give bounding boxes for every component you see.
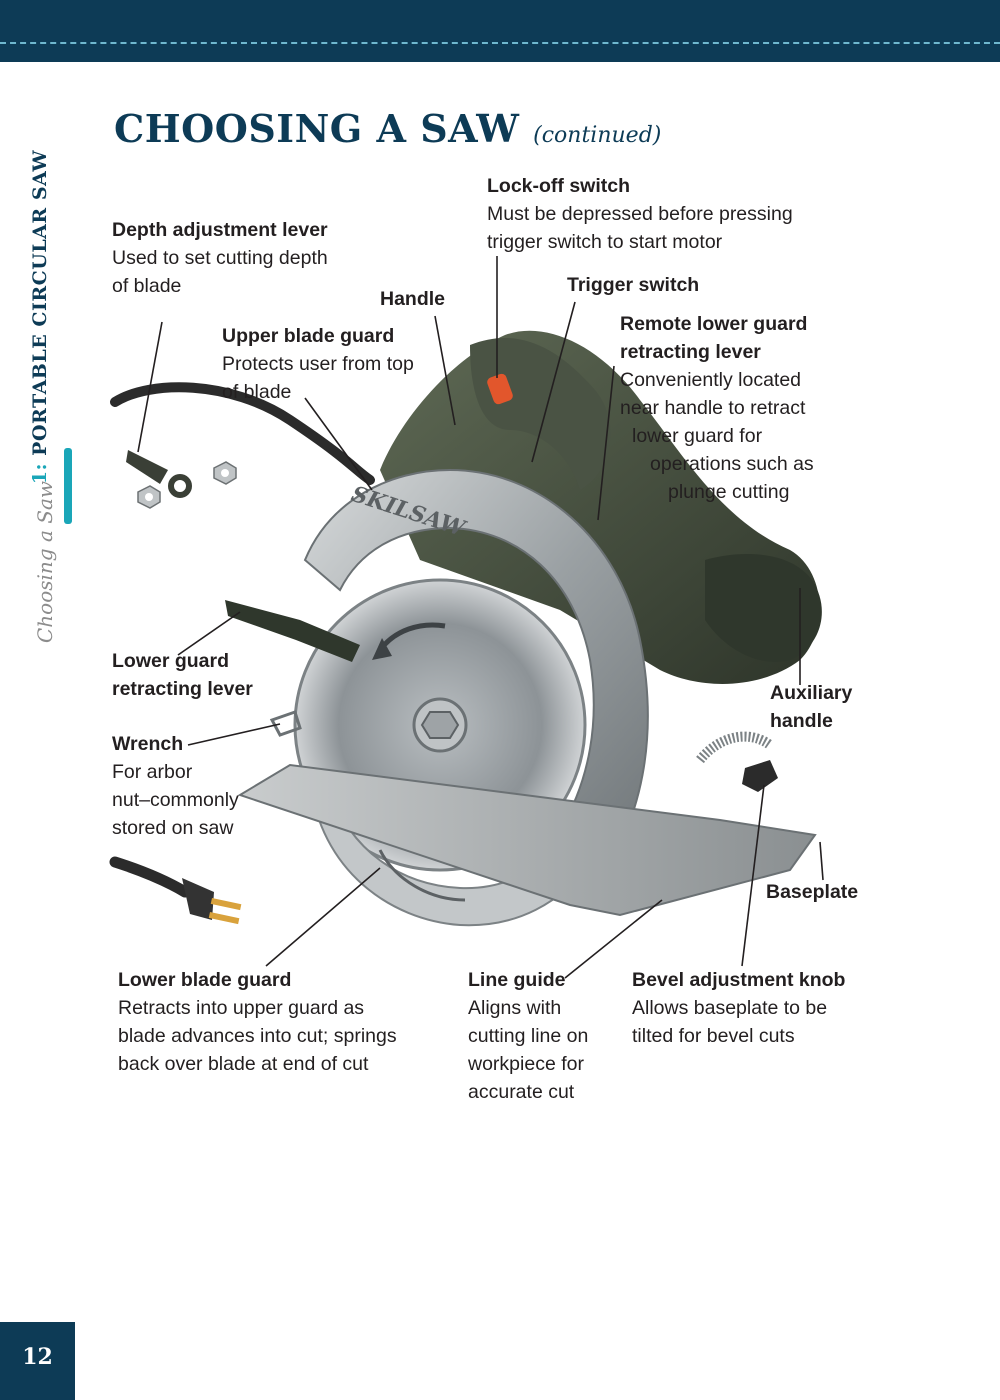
callout-text: blade advances into cut; springs [118,1025,397,1047]
callout-auxiliary-handle: Auxiliary handle [770,679,852,735]
callout-text: of blade [112,275,182,297]
callout-text: back over blade at end of cut [118,1053,369,1075]
depth-lever-part [126,450,192,498]
callout-text: near handle to retract [620,397,806,419]
callout-heading: Line guide [468,969,566,991]
callout-heading: Baseplate [766,881,859,903]
callout-heading: Lower blade guard [118,969,292,991]
hex-nut-icon [137,461,237,509]
callout-text: stored on saw [112,817,234,839]
leader-line-guide [564,899,663,979]
arrow-head-icon [372,638,392,660]
title-continued: (continued) [533,123,662,148]
leader-lines [137,256,824,979]
callout-heading: retracting lever [112,678,253,700]
callout-heading: Auxiliary [770,682,853,704]
lower-guard-arrow-icon [378,849,466,902]
callout-text: For arbor [112,761,193,783]
callout-heading: handle [770,710,833,732]
page-number: 12 [22,1344,53,1370]
callout-heading: Remote lower guard [620,313,808,335]
callout-text: of blade [222,381,292,403]
callout-text: plunge cutting [668,481,790,503]
callout-text: lower guard for [632,425,763,447]
callout-text: Used to set cutting depth [112,247,328,269]
banner-stitch-line [0,42,1000,44]
wrench-part [269,710,302,737]
bevel-knob [742,760,778,792]
callout-handle: Handle [380,285,445,313]
section-tab-marker [64,448,72,524]
callout-bevel-adjustment-knob: Bevel adjustment knob Allows baseplate t… [632,966,845,1050]
callout-heading: retracting lever [620,341,761,363]
leader-lower-guard [265,867,381,967]
callout-text: accurate cut [468,1081,575,1103]
callout-wrench: Wrench For arbor nut–commonly stored on … [112,730,239,842]
title-text: CHOOSING A SAW [114,106,520,151]
leader-handle [434,315,456,426]
callout-text: Aligns with [468,997,562,1019]
callout-text: workpiece for [468,1053,584,1075]
page-number-box: 12 [0,1322,75,1400]
arbor-bolt [420,711,460,739]
callout-text: trigger switch to start motor [487,231,723,253]
page-title: CHOOSING A SAW (continued) [114,106,661,151]
top-banner [0,0,1000,62]
callout-text: Retracts into upper guard as [118,997,365,1019]
callout-heading: Lock-off switch [487,175,631,197]
callout-lower-blade-guard: Lower blade guard Retracts into upper gu… [118,966,397,1078]
callout-trigger-switch: Trigger switch [567,271,699,299]
callout-heading: Wrench [112,733,184,755]
lock-off-button [487,373,513,405]
callout-heading: Lower guard [112,650,230,672]
power-cord-bottom [109,856,191,898]
leader-bevel [741,784,765,967]
callout-upper-blade-guard: Upper blade guard Protects user from top… [222,322,414,406]
callout-text: Conveniently located [620,369,802,391]
leader-wrench [187,723,281,746]
callout-heading: Depth adjustment lever [112,219,328,241]
callout-text: nut–commonly [112,789,239,811]
callout-depth-adjustment-lever: Depth adjustment lever Used to set cutti… [112,216,328,300]
callout-lower-guard-retracting-lever: Lower guard retracting lever [112,647,253,703]
callout-remote-lower-guard-lever: Remote lower guard retracting lever Conv… [620,310,814,506]
callout-baseplate: Baseplate [766,878,858,906]
lower-guard-lever-part [225,600,360,662]
leader-depth [137,321,163,453]
callout-heading: Trigger switch [567,274,700,296]
callout-line-guide: Line guide Aligns with cutting line on w… [468,966,588,1106]
leader-baseplate [819,841,824,881]
callout-text: Allows baseplate to be [632,997,828,1019]
leader-remote-lever [597,365,615,521]
callout-heading: Handle [380,288,446,310]
plug-icon [182,878,242,925]
callout-text: cutting line on [468,1025,589,1047]
callout-lock-off-switch: Lock-off switch Must be depressed before… [487,172,793,256]
leader-lower-lever [177,611,241,656]
callout-heading: Bevel adjustment knob [632,969,846,991]
callout-text: operations such as [650,453,814,475]
leader-upper-guard [304,397,373,491]
baseplate [237,763,817,917]
callout-text: tilted for bevel cuts [632,1025,795,1047]
leader-trigger [531,301,576,463]
sidebar: 1: PORTABLE CIRCULAR SAW Choosing a Saw [0,62,75,1400]
callout-text: Must be depressed before pressing [487,203,793,225]
bevel-scale [696,731,773,764]
auxiliary-handle-part [705,554,822,662]
callout-text: Protects user from top [222,353,414,375]
callout-heading: Upper blade guard [222,325,395,347]
